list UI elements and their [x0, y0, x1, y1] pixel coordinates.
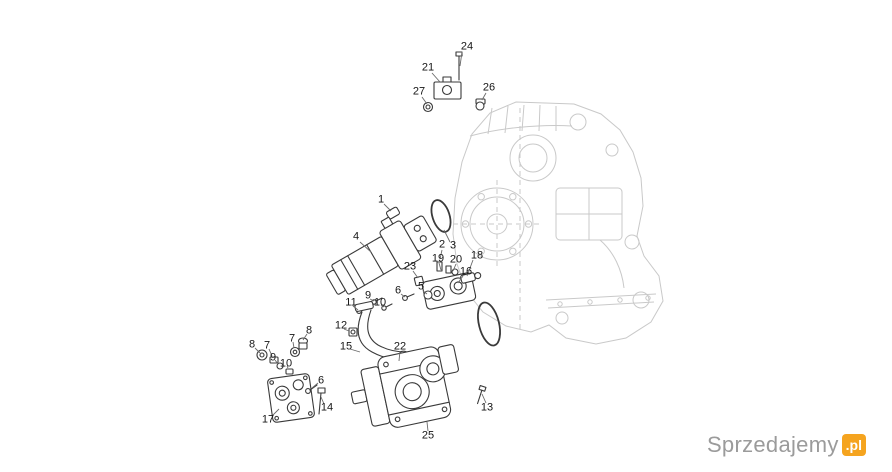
leader-line-22: [398, 350, 401, 362]
callout-2: 2: [438, 238, 446, 251]
plug-27: [422, 101, 434, 113]
callout-4: 4: [352, 230, 360, 243]
leader-line-6: [400, 293, 406, 298]
watermark-text: Sprzedajemy: [706, 432, 839, 457]
callout-12: 12: [334, 319, 348, 332]
callout-3: 3: [449, 239, 457, 252]
callout-1: 1: [377, 193, 385, 206]
leader-line-10: [380, 304, 385, 308]
leader-line-3: [443, 229, 451, 243]
callout-10: 10: [373, 296, 387, 309]
fitting-18: [460, 272, 482, 284]
leader-line-27: [421, 96, 428, 105]
callout-6: 6: [317, 374, 325, 387]
leader-line-9: [274, 359, 279, 365]
callout-13: 13: [480, 401, 494, 414]
fitting-8-lower: [256, 349, 268, 361]
callout-5: 5: [417, 280, 425, 293]
leader-line-7: [268, 348, 273, 357]
leader-line-25: [426, 421, 429, 432]
hydraulic-pump-25: [350, 344, 459, 428]
callout-8: 8: [248, 338, 256, 351]
leader-line-6: [311, 382, 319, 389]
leader-line-12: [343, 328, 350, 332]
screw-10-upper: [381, 303, 393, 311]
leader-line-17: [271, 408, 280, 417]
callout-leader-lines: [254, 51, 487, 432]
leader-line-13: [481, 393, 487, 404]
bolt-14: [317, 387, 326, 415]
callout-25: 25: [421, 429, 435, 442]
callout-6: 6: [394, 284, 402, 297]
callout-24: 24: [460, 40, 474, 53]
callout-19: 19: [431, 252, 445, 265]
watermark: Sprzedajemy .pl: [707, 432, 866, 458]
callout-22: 22: [393, 340, 407, 353]
leader-line-1: [383, 203, 392, 212]
fitting-12: [348, 327, 358, 337]
leader-line-5: [422, 290, 428, 295]
manifold-block-17: [267, 373, 315, 423]
leader-line-24: [459, 51, 463, 67]
bolt-13: [476, 385, 487, 405]
callout-26: 26: [482, 81, 496, 94]
callout-11: 11: [345, 296, 357, 309]
leader-line-11: [352, 305, 359, 311]
callout-7: 7: [263, 339, 271, 352]
callout-8: 8: [305, 324, 313, 337]
leader-line-26: [481, 92, 487, 101]
leader-line-8: [254, 347, 261, 354]
callout-18: 18: [470, 249, 484, 262]
leader-line-15: [349, 348, 361, 353]
o-ring-3: [430, 199, 452, 233]
leader-line-18: [466, 259, 474, 277]
leader-line-9: [369, 298, 375, 302]
leader-line-14: [320, 396, 325, 405]
valve-block-21: [433, 76, 462, 100]
fitting-10-lower: [285, 368, 294, 375]
leader-line-10: [286, 365, 289, 369]
callout-27: 27: [412, 85, 426, 98]
pump-assembly-parts: [256, 51, 501, 428]
fitting-8-upper: [297, 337, 309, 350]
callout-16: 16: [459, 265, 473, 278]
leader-line-4: [359, 241, 372, 253]
transmission-housing-background: [452, 101, 664, 345]
callout-21: 21: [421, 61, 435, 74]
pump-motor-4: [326, 215, 437, 295]
leader-line-19: [438, 262, 442, 271]
leader-line-2: [439, 249, 443, 260]
callout-10: 10: [279, 357, 293, 370]
screw-6-lower: [305, 384, 318, 394]
callout-23: 23: [403, 260, 417, 273]
callout-7: 7: [288, 332, 296, 345]
callout-9: 9: [364, 289, 372, 302]
leader-line-23: [412, 270, 419, 279]
callout-20: 20: [449, 253, 463, 266]
screw-6-upper: [402, 293, 415, 301]
fitting-9-lower: [276, 362, 284, 370]
callout-9: 9: [269, 351, 277, 364]
fitting-23: [413, 275, 425, 287]
callout-15: 15: [339, 340, 353, 353]
callout-14: 14: [320, 401, 334, 414]
o-ring-large: [477, 301, 501, 347]
leader-line-8: [302, 333, 308, 341]
leader-line-16: [457, 275, 464, 284]
plug-26: [475, 98, 486, 111]
fitting-1: [385, 206, 401, 220]
leader-line-21: [431, 72, 441, 83]
leader-line-7: [292, 341, 295, 349]
leader-line-20: [452, 263, 457, 272]
fitting-7-upper: [289, 346, 301, 358]
watermark-domain-badge: .pl: [841, 434, 866, 456]
callout-17: 17: [261, 413, 275, 426]
